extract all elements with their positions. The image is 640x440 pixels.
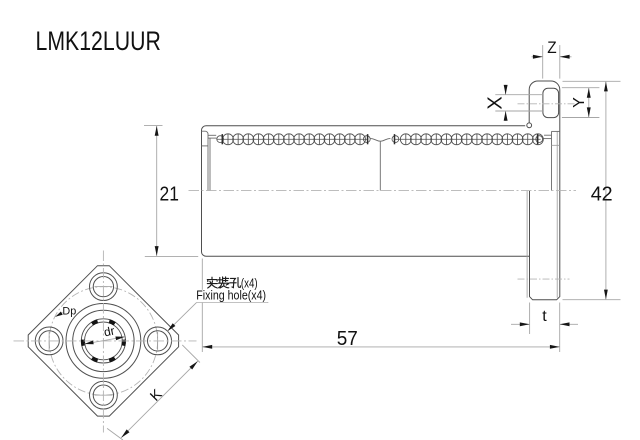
svg-text:57: 57 (337, 327, 358, 350)
svg-text:(x4): (x4) (241, 276, 258, 290)
svg-text:Z: Z (547, 38, 556, 57)
svg-text:t: t (542, 308, 547, 325)
svg-text:Y: Y (571, 97, 588, 108)
svg-text:Fixing hole(x4): Fixing hole(x4) (196, 287, 266, 302)
svg-text:dr: dr (103, 324, 116, 340)
svg-text:42: 42 (591, 182, 613, 205)
svg-text:X: X (484, 96, 506, 109)
svg-text:Dp: Dp (62, 306, 76, 318)
svg-text:21: 21 (160, 183, 179, 206)
svg-text:LMK12LUUR: LMK12LUUR (36, 26, 161, 56)
